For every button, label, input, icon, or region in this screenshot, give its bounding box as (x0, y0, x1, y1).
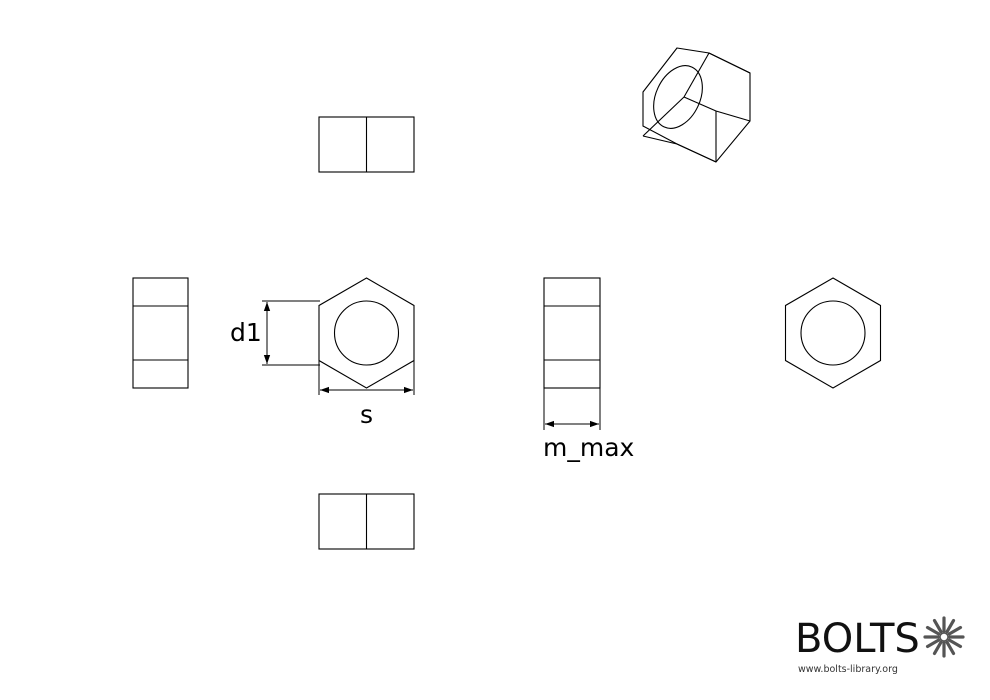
front-view (318, 277, 415, 389)
bolts-logo: BOLTS www.bolts-library.org (795, 616, 965, 675)
m-max-label: m_max (543, 433, 634, 462)
left-side-view (132, 277, 189, 389)
d1-label: d1 (230, 318, 262, 347)
right-side-view (543, 277, 601, 389)
isometric-view (642, 47, 751, 163)
top-view (318, 116, 415, 173)
bottom-view (318, 493, 415, 550)
dimension-s: s (318, 338, 415, 429)
s-label: s (360, 400, 373, 429)
brand-url: www.bolts-library.org (798, 664, 898, 675)
dimension-m-max: m_max (543, 370, 634, 462)
brand-name: BOLTS (795, 616, 920, 662)
bolts-star-icon (923, 616, 965, 658)
dimension-d1: d1 (230, 300, 320, 366)
back-view (784, 277, 882, 389)
